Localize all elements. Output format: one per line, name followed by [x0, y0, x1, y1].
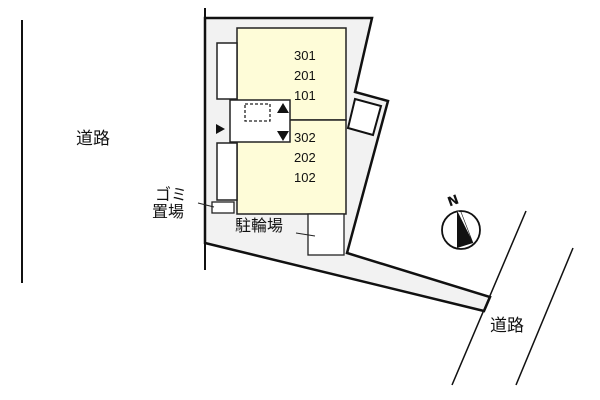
- bicycle-parking-label: 駐輪場: [235, 216, 284, 235]
- road-west-label: 道路: [76, 129, 110, 149]
- garbage-area-label: ゴミ 置場: [152, 186, 187, 220]
- unit-201: 201: [294, 68, 316, 83]
- bicycle-parking-box: [307, 213, 345, 256]
- balcony-north: [216, 42, 238, 100]
- stair-landing: [244, 103, 271, 122]
- garbage-label-line2: 置場: [152, 202, 185, 221]
- road-east-label: 道路: [490, 316, 524, 336]
- unit-302: 302: [294, 130, 316, 145]
- road-east-edge-east: [515, 247, 574, 386]
- garbage-leader-line: [197, 202, 215, 208]
- unit-102: 102: [294, 170, 316, 185]
- unit-202: 202: [294, 150, 316, 165]
- balcony-south: [216, 142, 238, 201]
- utility-box: [346, 97, 383, 137]
- stairs-down-icon: [277, 131, 289, 141]
- garbage-label-line1: ゴミ: [155, 185, 188, 204]
- compass-icon: [441, 210, 481, 250]
- unit-301: 301: [294, 48, 316, 63]
- stairs-up-icon: [277, 103, 289, 113]
- unit-101: 101: [294, 88, 316, 103]
- road-east-edge-west: [451, 210, 527, 386]
- garbage-area-box: [211, 201, 235, 214]
- entrance-arrow-icon: [216, 124, 225, 134]
- bicycle-leader-line: [295, 232, 316, 237]
